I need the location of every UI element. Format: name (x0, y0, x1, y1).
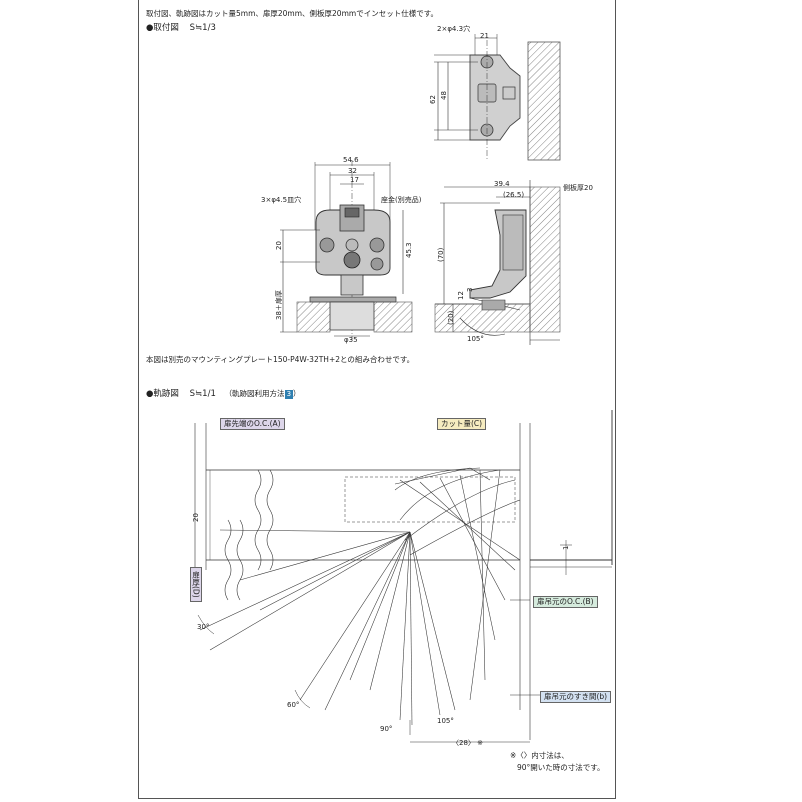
mount-dim-phi35: φ35 (344, 336, 358, 344)
mount-washer: 座金(別売品) (381, 196, 422, 204)
track-dim-20: 20 (192, 513, 200, 522)
mount-dim-3: 3 (466, 287, 474, 292)
mount-dim-70: (70) (437, 247, 445, 262)
mount-hole-3x: 3×φ4.5皿穴 (261, 196, 302, 204)
label-cut-amount: カット量(C) (437, 418, 487, 430)
track-angle-90: 90° (380, 725, 393, 733)
mount-dim-12: 12 (457, 291, 465, 300)
hinge-front-view (280, 160, 413, 340)
mount-dim-20: 20 (275, 241, 283, 250)
mount-dim-38: 38＋扉厚 (275, 290, 283, 320)
mount-dim-17: 17 (350, 176, 359, 184)
track-note-line2: 90°開いた時の寸法です。 (517, 763, 605, 772)
side-panel-top (527, 41, 561, 161)
track-angle-30: 30° (197, 623, 210, 631)
track-usage-end: ） (293, 389, 301, 398)
mount-side-panel: 側板厚20 (563, 184, 593, 192)
label-door-tip-oc: 扉先端のO.C.(A) (220, 418, 285, 430)
track-diagram (194, 410, 613, 743)
track-usage: （軌跡図利用方法 (224, 389, 285, 398)
label-door-hanger-gap: 扉吊元のすき間(b) (540, 691, 612, 703)
mounting-plate-view (434, 34, 521, 160)
track-angle-105: 105° (437, 717, 454, 725)
track-dim-1: 1 (562, 545, 570, 550)
mount-title: 取付図 (153, 23, 179, 33)
track-scale: S≒1/1 (189, 389, 216, 399)
mount-dim-32: 32 (348, 167, 357, 175)
mount-dim-62: 62 (429, 95, 437, 104)
track-title: 軌跡図 (153, 389, 179, 399)
mount-dim-39-4: 39.4 (494, 180, 510, 188)
track-note-line1: ※〈〉内寸法は、 (510, 751, 569, 760)
mount-dim-26-5: (26.5) (503, 191, 525, 199)
hinge-side-view (434, 180, 561, 345)
track-dim-28: 〈28〉 ※ (452, 739, 483, 747)
mount-section-title: ●取付図 S≒1/3 (146, 23, 216, 33)
mount-dim-105: 105° (467, 335, 484, 343)
label-door-thickness: 扉厚(D) (190, 567, 202, 602)
intro-text: 取付図、軌跡図はカット量5mm、扉厚20mm、側板厚20mmでインセット仕様です… (146, 9, 438, 18)
mount-dim-20b: (20) (447, 310, 455, 325)
mount-dim-54-6: 54.6 (343, 156, 359, 164)
track-angle-60: 60° (287, 701, 300, 709)
mount-note: 本図は別売のマウンティングプレート150-P4W-32TH+2との組み合わせです… (146, 355, 415, 364)
mount-dim-45-3: 45.3 (405, 242, 413, 258)
mount-dim-48: 48 (440, 91, 448, 100)
mount-scale: S≒1/3 (189, 23, 216, 33)
drawing-sheet (138, 0, 616, 799)
mount-dim-21: 21 (480, 32, 489, 40)
mount-hole-small: 2×φ4.3穴 (437, 25, 471, 33)
label-door-hanger-oc: 扉吊元のO.C.(B) (533, 596, 598, 608)
track-usage-badge: 3 (284, 390, 294, 399)
